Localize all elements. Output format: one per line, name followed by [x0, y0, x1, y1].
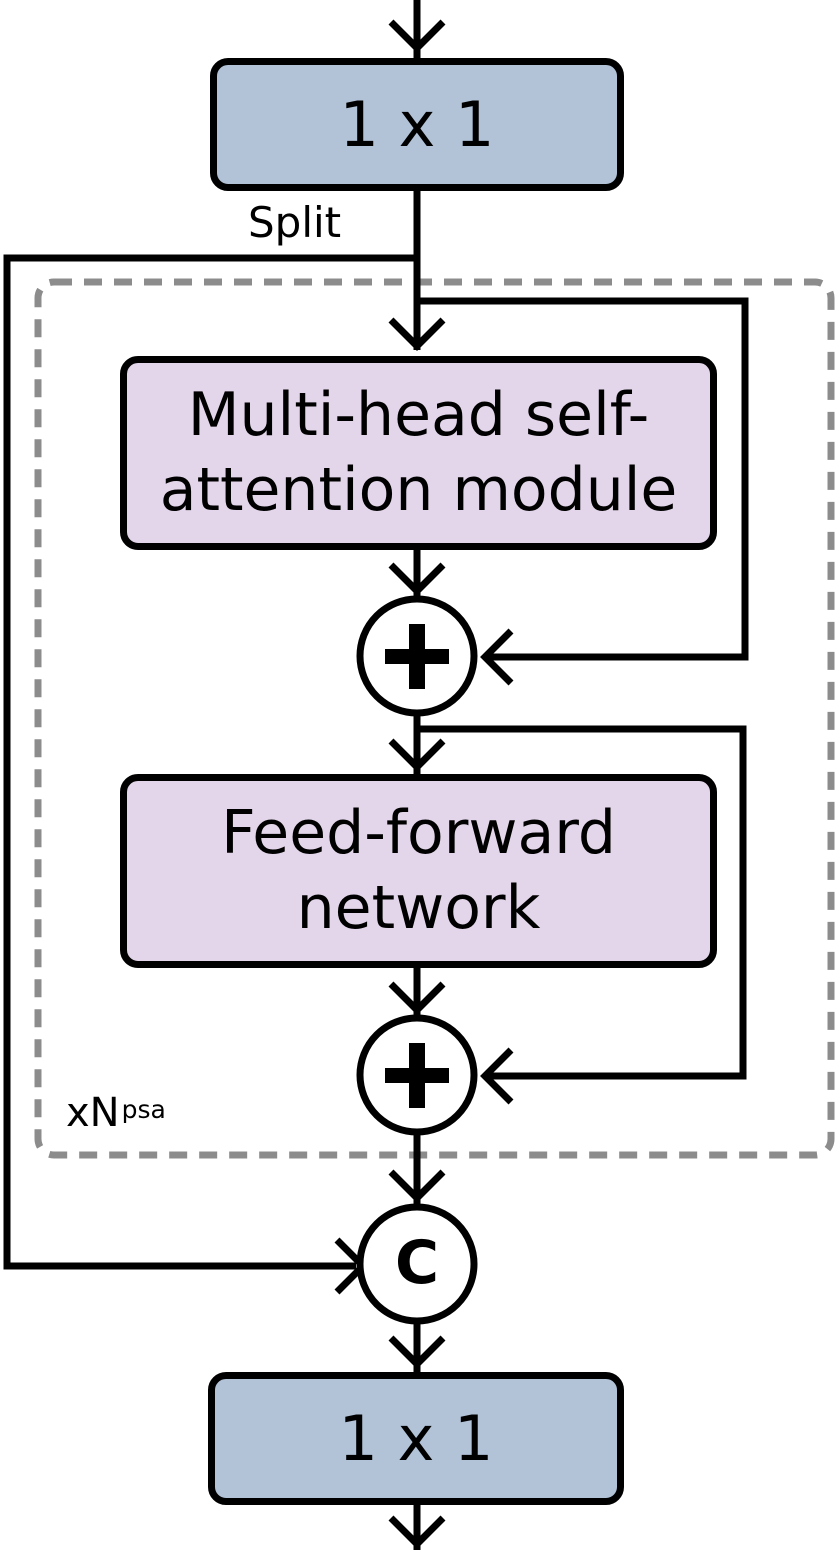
- bottom-conv-arrowhead: [388, 1335, 446, 1369]
- bottom-conv-label: 1 x 1: [338, 1402, 494, 1475]
- top-conv-label: 1 x 1: [339, 88, 495, 161]
- residual-2-line: [417, 725, 747, 1080]
- output-arrowhead: [388, 1515, 446, 1549]
- add-node-1: [356, 595, 478, 717]
- repeat-prefix: xN: [66, 1090, 120, 1136]
- residual-2-arrowhead: [480, 1047, 514, 1105]
- attention-line-2: attention module: [159, 455, 678, 525]
- split-bypass-line: [3, 254, 417, 1270]
- concat-symbol: C: [394, 1228, 440, 1298]
- ffn-arrowhead: [388, 738, 446, 772]
- repeat-label: xNpsa: [66, 1090, 166, 1136]
- attention-block: Multi-head self- attention module: [120, 356, 717, 550]
- residual-1-arrowhead: [480, 628, 514, 686]
- repeat-region: [34, 278, 835, 1159]
- bottom-conv-block: 1 x 1: [208, 1372, 624, 1505]
- split-label: Split: [248, 198, 342, 247]
- ffn-line-2: network: [296, 873, 541, 943]
- ffn-block: Feed-forward network: [120, 774, 717, 968]
- attention-arrowhead: [388, 317, 446, 351]
- concat-node: [356, 1203, 478, 1325]
- residual-1-line: [417, 297, 749, 661]
- repeat-subscript: psa: [121, 1095, 166, 1124]
- ffn-line-1: Feed-forward: [221, 798, 616, 868]
- input-arrowhead: [388, 19, 446, 53]
- top-conv-block: 1 x 1: [210, 58, 624, 191]
- add-node-2: [356, 1014, 478, 1136]
- add2-arrowhead: [388, 981, 446, 1015]
- attention-line-1: Multi-head self-: [187, 380, 650, 450]
- concat-arrowhead: [388, 1169, 446, 1203]
- add1-arrowhead: [388, 562, 446, 596]
